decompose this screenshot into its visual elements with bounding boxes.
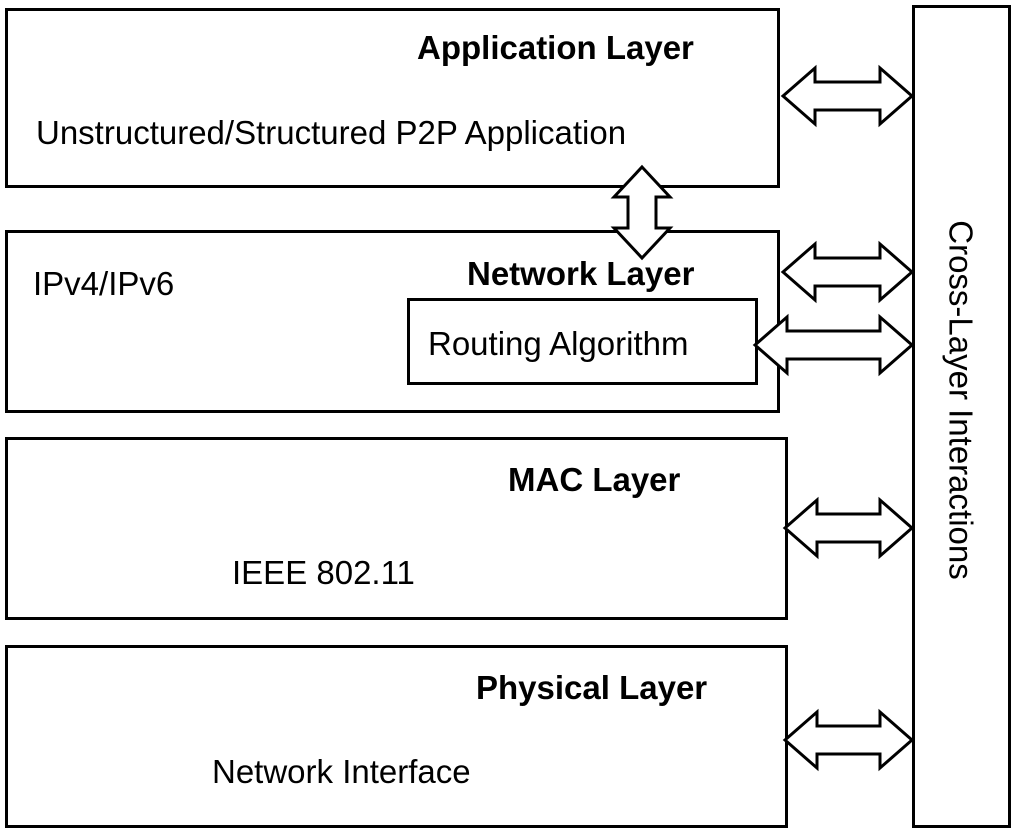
app-cross-arrow (780, 64, 915, 128)
network-cross-arrow (780, 240, 915, 304)
physical-layer-description: Network Interface (212, 753, 471, 790)
application-layer-box (5, 8, 780, 188)
cross-layer-label: Cross-Layer Interactions (942, 220, 980, 580)
physical-layer-box (5, 645, 788, 828)
network-layer-description: IPv4/IPv6 (33, 265, 175, 302)
application-layer-description: Unstructured/Structured P2P Application (36, 114, 627, 151)
physical-cross-arrow (782, 708, 915, 772)
cross-layer-box (912, 5, 1011, 828)
routing-algorithm-label: Routing Algorithm (428, 325, 689, 362)
mac-cross-arrow (782, 496, 915, 560)
mac-layer-box (5, 437, 788, 620)
mac-layer-title: MAC Layer (508, 461, 681, 498)
application-layer-title: Application Layer (417, 29, 694, 66)
physical-layer-title: Physical Layer (476, 669, 708, 706)
mac-layer-description: IEEE 802.11 (232, 554, 415, 591)
network-layer-title: Network Layer (467, 255, 695, 292)
routing-algorithm-box (407, 298, 758, 385)
